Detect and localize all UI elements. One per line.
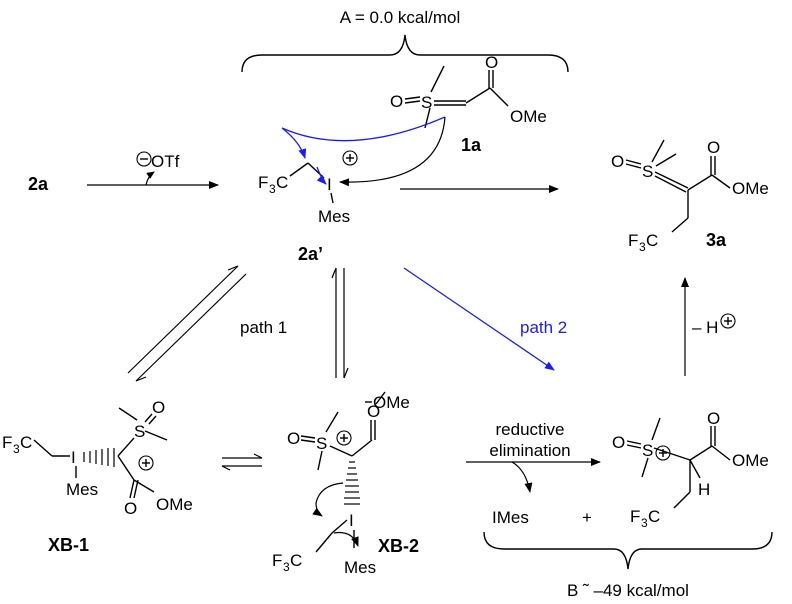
plus-charge-icon [342, 150, 358, 166]
curved-arrow-xb2-left [312, 482, 344, 517]
atom-i: I [327, 175, 332, 194]
path1-label: path 1 [240, 318, 287, 337]
atom-f: F [272, 551, 282, 570]
atom-ome: OMe [510, 107, 547, 126]
atom-o: O [287, 429, 300, 448]
svg-text:3: 3 [13, 442, 20, 456]
svg-text:3: 3 [639, 240, 646, 254]
atom-f: F [628, 231, 638, 250]
elimination-label: elimination [489, 441, 570, 460]
atom-s: S [642, 441, 653, 460]
brace-top [241, 34, 569, 73]
path2-arrow [403, 267, 555, 371]
atom-o: O [390, 92, 403, 111]
atom-mes: Mes [344, 558, 376, 577]
energy-b-label: B ˜ –49 kcal/mol [567, 581, 689, 600]
compound-2a-label: 2a [28, 174, 49, 194]
atom-ome: OMe [373, 393, 410, 412]
atom-o: O [367, 402, 380, 421]
atom-f: F [630, 507, 640, 526]
structure-xb1: F 3 C I Mes S O O OMe [2, 398, 193, 518]
plus-charge-icon [138, 455, 154, 471]
atom-ome: OMe [156, 495, 193, 514]
compound-xb1-label: XB-1 [48, 535, 89, 555]
curved-arrow-black [339, 116, 446, 187]
structure-1a: O S O OMe [390, 53, 547, 129]
compound-3a-label: 3a [706, 230, 727, 250]
atom-c: C [646, 231, 658, 250]
atom-o: O [485, 53, 498, 72]
plus-sign: + [582, 508, 592, 527]
plus-charge-icon [720, 313, 736, 329]
curved-arrow-xb2-right [333, 531, 359, 547]
minus-charge-icon [136, 151, 152, 167]
atom-c: C [20, 433, 32, 452]
reductive-label: reductive [496, 420, 565, 439]
atom-h: H [698, 480, 710, 499]
atom-o: O [611, 152, 624, 171]
atom-mes: Mes [318, 207, 350, 226]
atom-f: F [2, 433, 12, 452]
plus-charge-icon [336, 430, 352, 446]
byproduct-imes: IMes [492, 508, 529, 527]
energy-a-label: A = 0.0 kcal/mol [340, 8, 460, 27]
reagent-otf: OTf [151, 152, 180, 171]
svg-text:3: 3 [641, 516, 648, 530]
atom-i: I [71, 448, 76, 467]
svg-text:3: 3 [269, 182, 276, 196]
reagent-minus-h: – H [692, 318, 718, 337]
structure-xb2: O S O OMe I F 3 C Mes [272, 391, 410, 577]
atom-s: S [421, 93, 432, 112]
brace-bottom [483, 531, 773, 570]
atom-ome: OMe [732, 451, 769, 470]
atom-c: C [648, 507, 660, 526]
atom-o: O [612, 433, 625, 452]
atom-f: F [258, 173, 268, 192]
structure-sulfonium-product: O S O OMe H F 3 C [612, 409, 769, 530]
atom-i: I [349, 511, 354, 530]
atom-o: O [124, 499, 137, 518]
atom-c: C [276, 173, 288, 192]
compound-1a-label: 1a [461, 135, 482, 155]
atom-o: O [152, 398, 165, 417]
compound-xb2-label: XB-2 [378, 536, 419, 556]
structure-3a: O S O OMe F 3 C [611, 138, 769, 254]
atom-s: S [134, 422, 145, 441]
path2-label: path 2 [520, 318, 567, 337]
equilibrium-arrow-path1 [127, 265, 239, 374]
atom-s: S [316, 434, 327, 453]
svg-text:3: 3 [283, 560, 290, 574]
structure-2a-prime: F 3 C I Mes [258, 150, 358, 226]
compound-2a-prime-label: 2a’ [298, 244, 323, 264]
atom-ome: OMe [732, 179, 769, 198]
curved-arrow-blue [281, 116, 446, 159]
atom-o: O [707, 409, 720, 428]
atom-c: C [290, 551, 302, 570]
atom-o: O [707, 138, 720, 157]
atom-mes: Mes [66, 480, 98, 499]
atom-s: S [642, 162, 653, 181]
